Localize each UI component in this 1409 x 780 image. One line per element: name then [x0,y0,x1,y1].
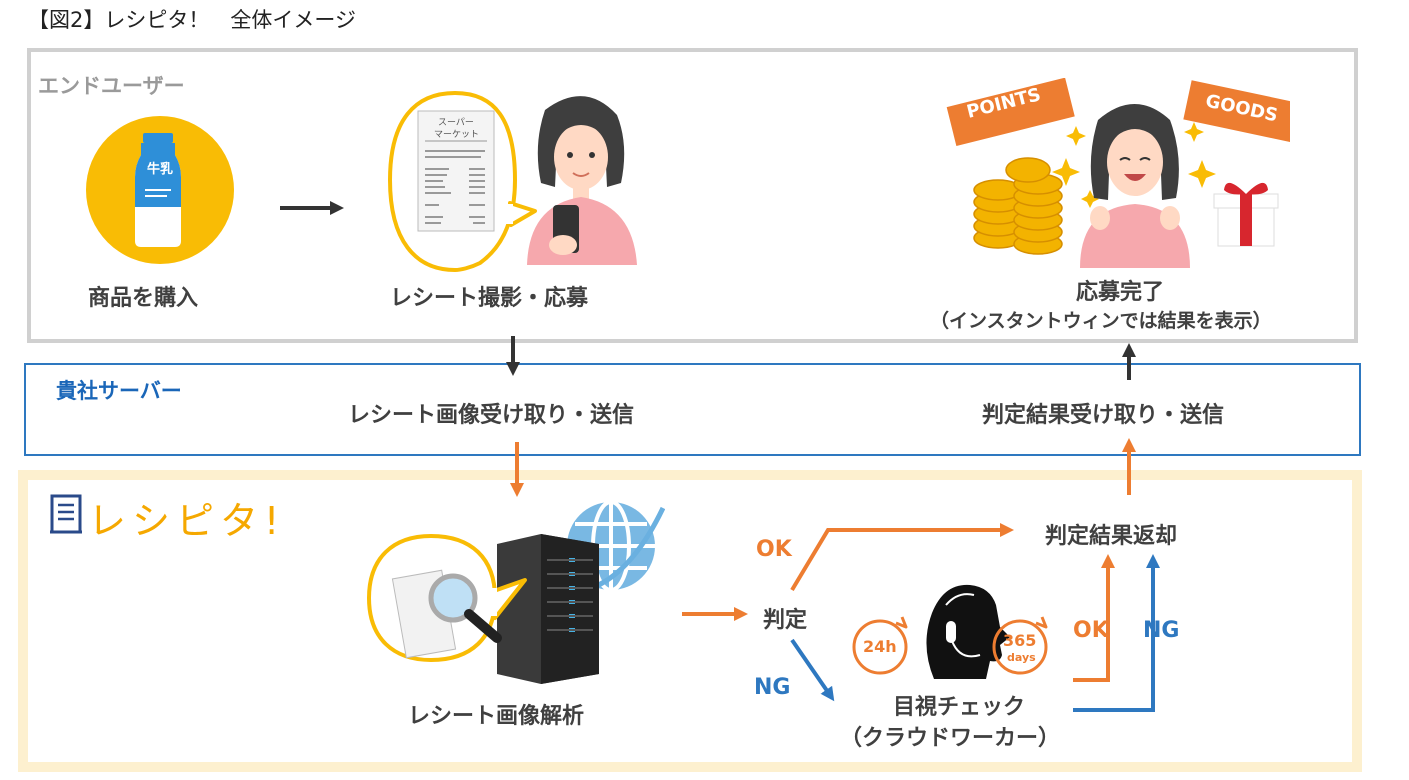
gift-box-icon [1213,182,1279,247]
woman-with-phone-icon [527,96,637,265]
coins-icon [973,157,1063,255]
calendar-365-icon [992,616,1048,675]
server-section [24,363,1361,456]
receipt-analysis-label: レシート画像解析 [408,704,585,729]
arrow-check-ng [1073,554,1160,712]
visual-check-label: 目視チェック [893,695,1026,720]
sparkle-icons [1052,122,1216,208]
crowd-worker-illustration: 24h 365 days [850,575,1050,689]
recipita-logo-text: レシピタ! [88,499,286,543]
buy-product-label: 商品を購入 [88,286,199,311]
check-ng-label: NG [1143,618,1180,643]
receipt-photo-illustration: スーパー マーケット [385,85,645,279]
judge-ok-label: OK [756,537,792,562]
judge-label: 判定 [763,608,808,633]
clock-24h-icon [852,616,908,675]
receipt-analysis-illustration [365,488,666,692]
application-complete-label: 応募完了 [1076,280,1165,305]
arrow-check-ok [1073,554,1115,682]
judge-ng-label: NG [754,675,791,700]
badge-24h: 24h [863,637,897,656]
points-badge [946,77,1075,146]
recipita-logo: レシピタ! [48,492,288,543]
arrow-judge-ng [790,638,835,702]
crowd-worker-label: （クラウドワーカー） [840,726,1061,751]
receipt-store-name-2: マーケット [434,130,480,140]
prize-winner-illustration: POINTS GOODS [940,77,1306,272]
receipt-logo-icon [50,494,82,534]
badge-365: 365 [1003,631,1037,650]
return-result-label: 判定結果返却 [1045,524,1178,549]
check-ok-label: OK [1073,618,1109,643]
receipt-receive-send-label: レシート画像受け取り・送信 [348,403,635,428]
arrow-judge-ok [790,523,1014,592]
recipita-section [18,470,1362,772]
end-user-section-label: エンドユーザー [38,74,185,98]
receipt-photo-apply-label: レシート撮影・応募 [390,286,589,311]
milk-purchase-illustration: 牛乳 [85,115,235,269]
goods-badge [1183,80,1306,144]
end-user-section [27,48,1358,343]
magnified-receipt-icon [391,569,502,659]
badge-days: days [1007,651,1036,664]
result-receive-send-label: 判定結果受け取り・送信 [982,403,1225,428]
milk-label: 牛乳 [147,162,174,177]
figure-title: 【図2】レシピタ！ 全体イメージ [28,8,356,32]
server-rack-icon [497,534,599,684]
receipt-store-name-1: スーパー [438,118,474,128]
instant-win-note: （インスタントウィンでは結果を表示） [930,310,1272,332]
receipt-icon [417,110,495,232]
server-section-label: 貴社サーバー [56,379,182,403]
headset-operator-icon [926,584,1010,679]
happy-woman-icon [1080,104,1190,268]
milk-bottle-icon [135,133,181,247]
